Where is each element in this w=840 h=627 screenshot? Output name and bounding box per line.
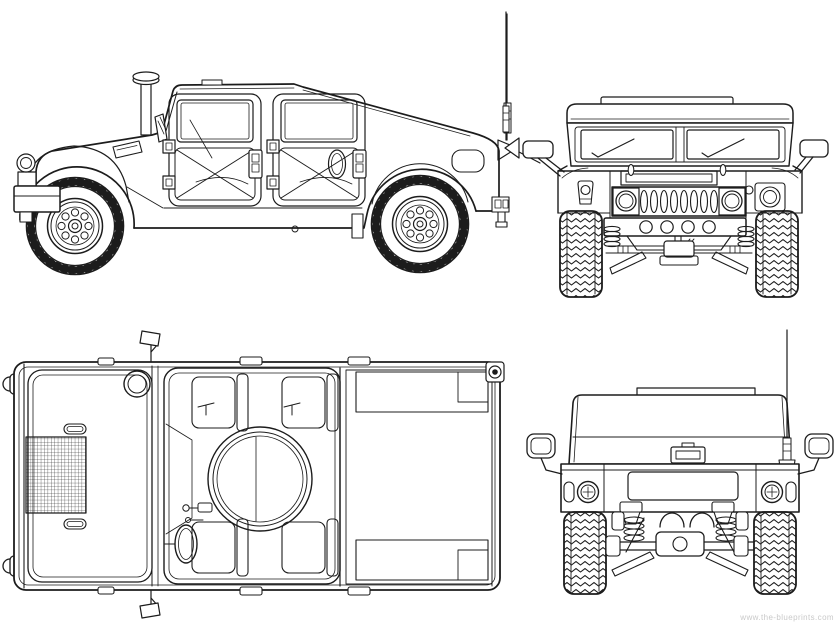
front-door-window [176,99,254,143]
front-view [502,11,829,298]
front-windshield [566,122,794,167]
rear-left-tire [563,511,607,595]
top-body-outline [13,361,501,591]
hood-latch [63,423,87,435]
hood-panel [25,369,153,583]
right-headlight [718,187,746,216]
snorkel-stack [132,71,160,136]
rear-door [266,93,367,207]
cowl-vent [112,140,143,159]
door-hinge [266,139,280,154]
rocker-bracket [351,213,364,239]
front-bumper [603,217,747,237]
side-front-wheel [25,176,125,276]
rear-suspension [605,511,755,577]
rear-right-tire [753,511,797,595]
front-door [162,93,263,207]
cargo-bed [339,361,505,587]
radiator-grille-mesh [25,436,87,514]
side-headlight [16,153,37,187]
side-front-bumper [13,185,61,223]
rear-right-mirror [797,433,834,475]
watermark-text: www.the-blueprints.com [740,613,834,622]
front-suspension [603,225,755,275]
wiper-motors [197,402,301,416]
turret-ring [207,426,313,532]
left-taillight [563,480,600,504]
cab-area [163,367,341,585]
blackout-light [577,180,594,205]
windshield-wipers [591,138,745,158]
front-marker-lights [744,182,786,212]
windshield-right-pane [686,129,780,160]
rear-left-mirror [526,433,563,475]
front-left-tire [559,210,603,298]
roof-ridge [201,79,223,86]
rear-bracket [491,196,510,228]
rear-tailgate [627,471,739,501]
tailgate-handle [670,442,706,464]
door-hinge [162,175,176,190]
door-hinge [162,139,176,154]
snorkel-intake [123,370,151,398]
rear-quarter-panel-detail [451,149,485,173]
antenna-mount [485,361,505,383]
side-antenna [497,13,518,161]
side-view [13,13,518,276]
seats [191,373,339,577]
rear-view [526,329,834,595]
front-roof [566,103,794,124]
front-left-mirror [522,140,565,177]
rear-body-band [560,463,800,513]
bumperettes [619,501,735,525]
rear-door-window [280,99,358,143]
windshield-left-pane [580,129,674,160]
top-view [2,330,505,619]
top-right-mirror [139,589,161,619]
front-grille [611,186,747,217]
edge-tabs [97,356,371,596]
hood-latch [63,518,87,530]
steering-wheel [164,524,198,564]
front-right-mirror [794,139,829,174]
front-right-tire [755,210,799,298]
shift-levers [182,502,213,523]
hood-vent-slot [620,164,727,186]
side-rear-wheel [370,174,470,274]
fuel-filler [327,149,347,179]
side-mirror [154,113,168,143]
door-hinge [266,175,280,190]
top-left-mirror [139,330,161,363]
rear-fender-lip [371,163,469,205]
left-headlight [612,187,640,216]
right-taillight [760,480,797,504]
